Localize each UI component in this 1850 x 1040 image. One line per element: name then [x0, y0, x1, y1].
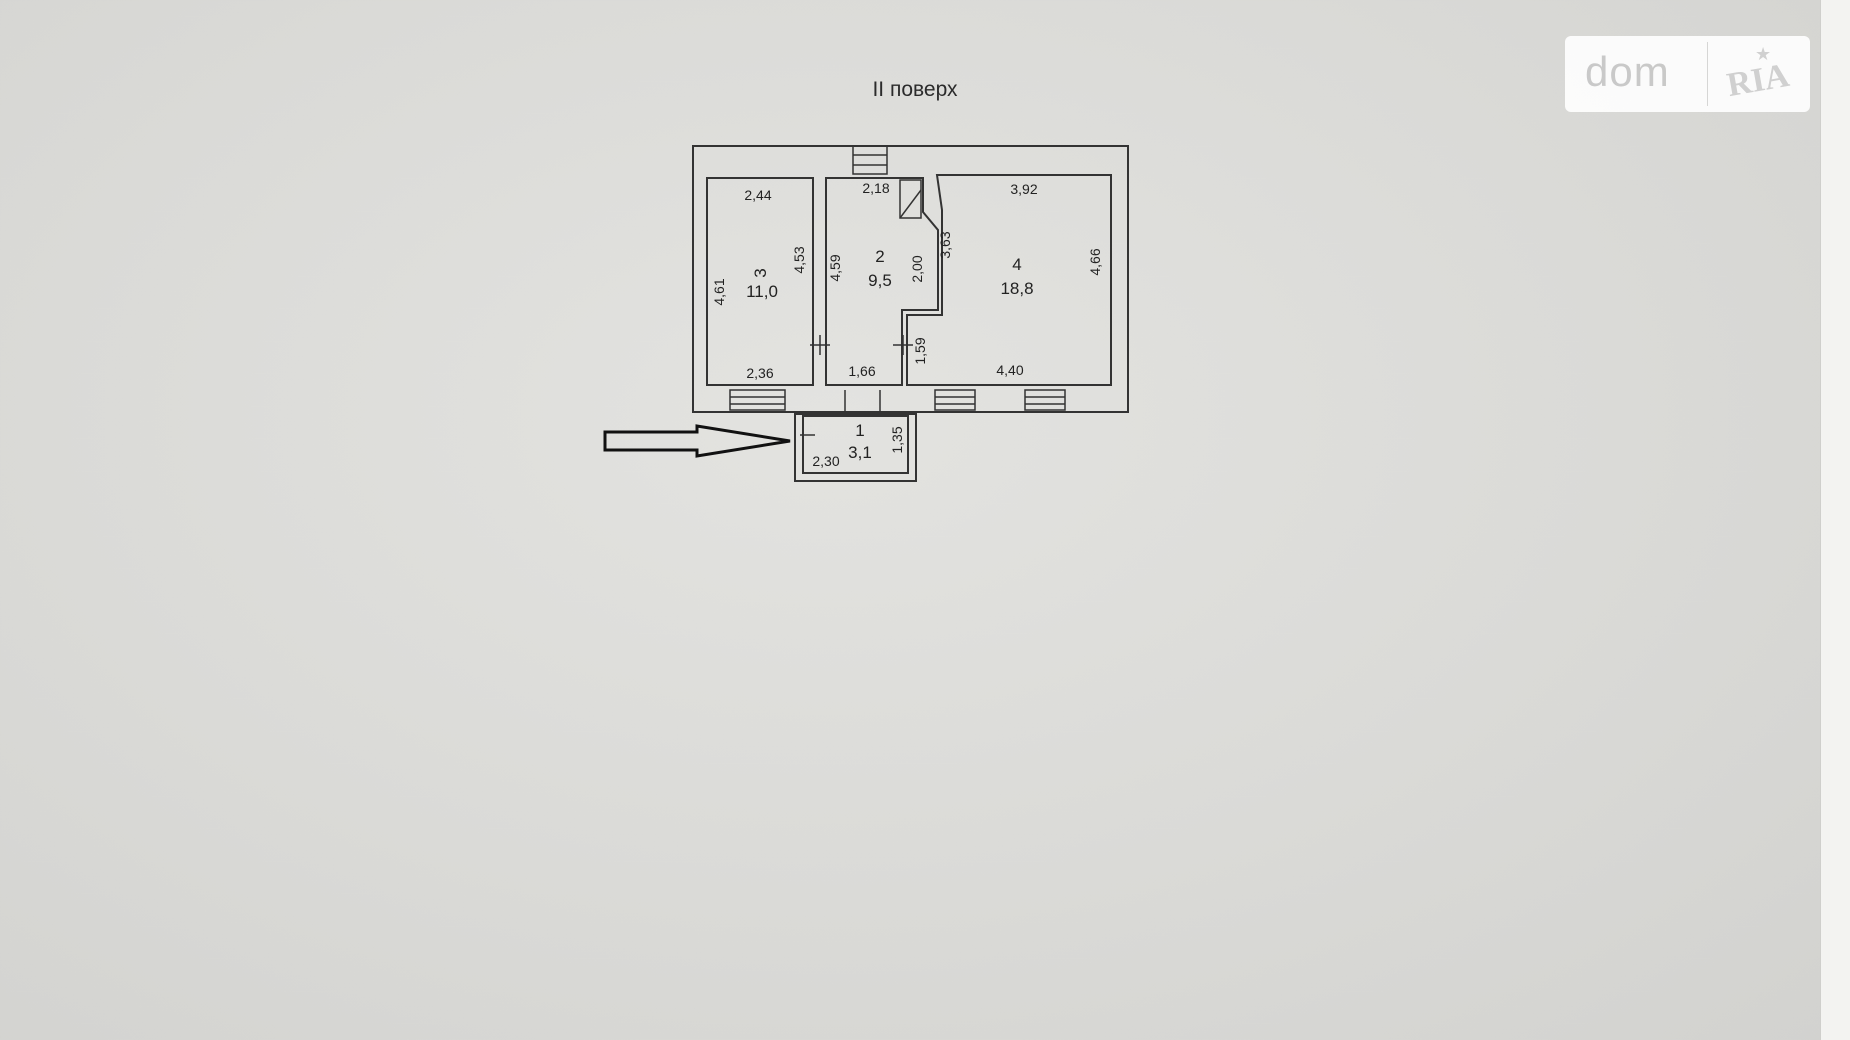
stair-mark: [899, 179, 922, 219]
paper-edge: [1820, 0, 1850, 1040]
logo-divider: [1707, 42, 1708, 106]
room-3-number: 3: [751, 268, 770, 277]
room-2-dim-bottom: 1,66: [848, 363, 875, 379]
room-2-dim-right-upper: 2,00: [909, 255, 925, 282]
window-room-4-right: [1024, 389, 1066, 411]
room-1-outline: [802, 415, 909, 474]
floor-title: II поверх: [872, 78, 958, 101]
window-room-4-left: [934, 389, 976, 411]
window-room-3: [729, 389, 786, 411]
room-4-dim-right: 4,66: [1087, 248, 1103, 275]
room-2-dim-right-lower: 1,59: [912, 337, 928, 364]
room-4-dim-top: 3,92: [1010, 181, 1037, 197]
room-1-area: 3,1: [848, 443, 872, 462]
room-3-dim-top: 2,44: [744, 187, 771, 203]
room-4-outline: [906, 174, 1112, 386]
outer-wall: [692, 145, 1129, 413]
room-2-dim-top: 2,18: [862, 180, 889, 196]
star-icon: ★: [1755, 44, 1772, 64]
dom-ria-logo: dom ★ RIA: [1565, 36, 1810, 112]
room-1-dim-right: 1,35: [889, 426, 905, 453]
window-top: [852, 145, 888, 175]
logo-text-dom: dom: [1585, 48, 1670, 95]
room-2-outline: [825, 177, 939, 386]
room-4-area: 18,8: [1000, 279, 1033, 298]
room-1-outer: [794, 413, 917, 482]
room-1-number: 1: [855, 421, 864, 440]
room-4-dim-left: 3,63: [937, 231, 953, 258]
room-4-number: 4: [1012, 255, 1021, 274]
entrance-arrow-icon: [603, 424, 791, 458]
room-2-area: 9,5: [868, 271, 892, 290]
room-3-dim-bottom: 2,36: [746, 365, 773, 381]
room-3-dim-left: 4,61: [711, 278, 727, 305]
room-2-number: 2: [875, 247, 884, 266]
room-4-dim-bottom: 4,40: [996, 362, 1023, 378]
room-1-dim-bottom: 2,30: [812, 453, 839, 469]
room-3-outline: [706, 177, 814, 386]
room-3-dim-right: 4,53: [791, 246, 807, 273]
room-3-area: 11,0: [746, 282, 778, 301]
room-2-dim-left: 4,59: [827, 254, 843, 281]
